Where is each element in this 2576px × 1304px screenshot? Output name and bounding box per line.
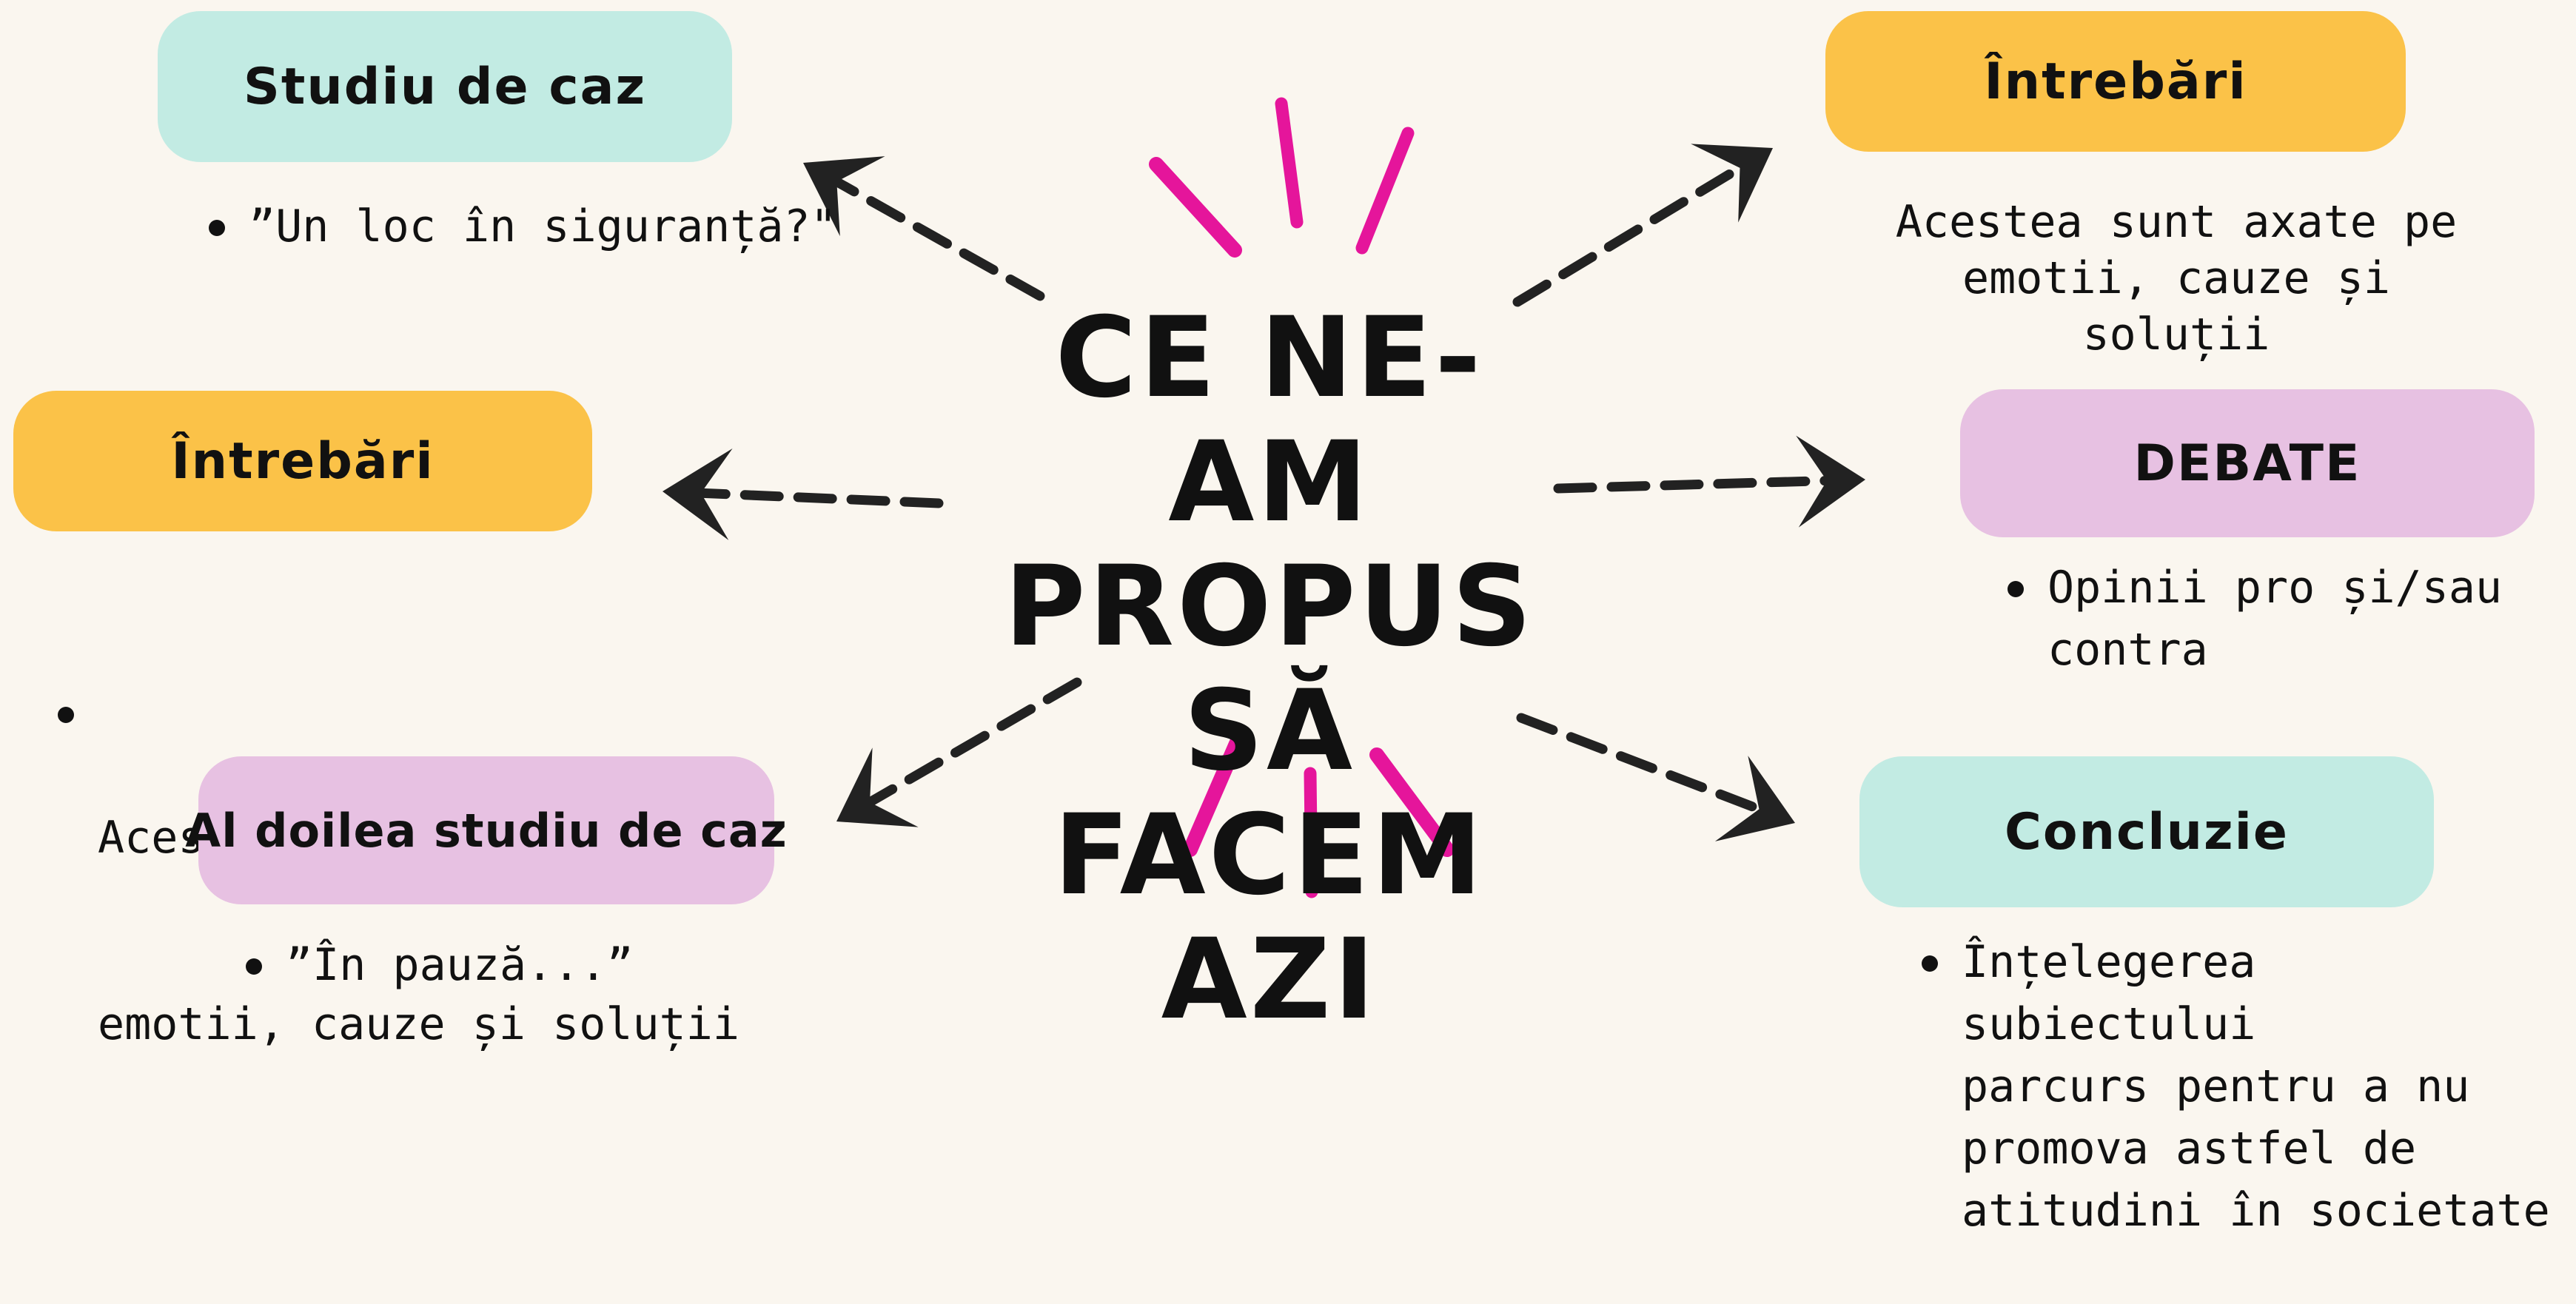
- arrow-to-questions-right-head: [1691, 144, 1773, 223]
- central-title-line-2: PROPUS SĂ: [1004, 542, 1535, 796]
- central-title: CE NE-AM PROPUS SĂ FACEM AZI: [985, 296, 1554, 1042]
- node-questions-right-title: Întrebări: [1984, 52, 2247, 111]
- node-case-study-title: Studiu de caz: [243, 57, 647, 116]
- node-debate: DEBATE: [1960, 389, 2535, 537]
- node-questions-left-title: Întrebări: [171, 431, 435, 491]
- node-questions-left: Întrebări: [13, 391, 592, 531]
- node-questions-right: Întrebări: [1825, 11, 2406, 152]
- arrow-to-debate-head: [1796, 435, 1865, 528]
- node-conclusion-title: Concluzie: [2004, 802, 2290, 861]
- debate-notes: Opinii pro și/sau contra: [1999, 557, 2576, 681]
- accent-burst-stroke-2: [1275, 97, 1304, 229]
- accent-burst-stroke-3: [1355, 127, 1415, 255]
- arrow-to-second-case: [865, 677, 1082, 807]
- conclusion-line-2: parcurs pentru a nu: [1962, 1061, 2470, 1112]
- arrow-to-conclusion-head: [1714, 756, 1795, 841]
- node-debate-title: DEBATE: [2133, 434, 2361, 493]
- questions-left-notes: Acestea sunt axate pe emotii, cauze și s…: [49, 558, 739, 1304]
- node-conclusion: Concluzie: [1859, 756, 2434, 907]
- accent-burst-stroke-1: [1149, 157, 1242, 258]
- questions-right-text-line-2: soluții: [2082, 309, 2270, 360]
- accent-burst-stroke-6: [1369, 747, 1455, 857]
- node-second-case-study: Al doilea studiu de caz: [185, 756, 787, 904]
- accent-burst-stroke-5: [1304, 767, 1318, 898]
- conclusion-notes: Înțelegerea subiectului parcurs pentru a…: [1913, 931, 2576, 1242]
- conclusion-line-1: Înțelegerea subiectului: [1962, 936, 2256, 1050]
- arrow-to-debate: [1553, 476, 1832, 494]
- arrow-to-questions-left: [696, 488, 944, 508]
- arrow-to-questions-right: [1512, 163, 1745, 307]
- conclusion-line-3: promova astfel de: [1962, 1123, 2417, 1174]
- list-item: ”Un loc în siguranță?": [200, 195, 837, 258]
- arrow-to-questions-left-head: [663, 448, 733, 540]
- questions-right-text: Acestea sunt axate pe emotii, cauze și s…: [1791, 194, 2561, 363]
- node-case-study: Studiu de caz: [158, 11, 732, 162]
- arrow-to-case-study: [831, 176, 1045, 301]
- arrow-to-conclusion: [1516, 713, 1764, 814]
- arrow-to-second-case-head: [836, 747, 919, 827]
- central-title-line-3: FACEM AZI: [1053, 791, 1486, 1044]
- questions-right-text-line-1: Acestea sunt axate pe emotii, cauze și: [1895, 196, 2458, 304]
- list-item: ”În pauză...”: [237, 934, 634, 996]
- conclusion-line-4: atitudini în societate: [1962, 1185, 2550, 1237]
- second-case-study-notes: ”În pauză...”: [237, 934, 634, 996]
- mind-map: CE NE-AM PROPUS SĂ FACEM AZI Studiu de c…: [13, 11, 2576, 1237]
- arrow-to-case-study-head: [803, 156, 885, 237]
- node-second-case-study-title: Al doilea studiu de caz: [185, 803, 788, 858]
- central-title-line-1: CE NE-AM: [1055, 294, 1484, 547]
- accent-burst-stroke-4: [1183, 736, 1244, 857]
- connectors-layer: [663, 97, 1865, 898]
- list-item: Opinii pro și/sau contra: [1999, 557, 2576, 681]
- case-study-notes: ”Un loc în siguranță?": [200, 195, 837, 258]
- list-item: Înțelegerea subiectului parcurs pentru a…: [1913, 931, 2576, 1242]
- questions-left-line-2: emotii, cauze și soluții: [98, 998, 739, 1050]
